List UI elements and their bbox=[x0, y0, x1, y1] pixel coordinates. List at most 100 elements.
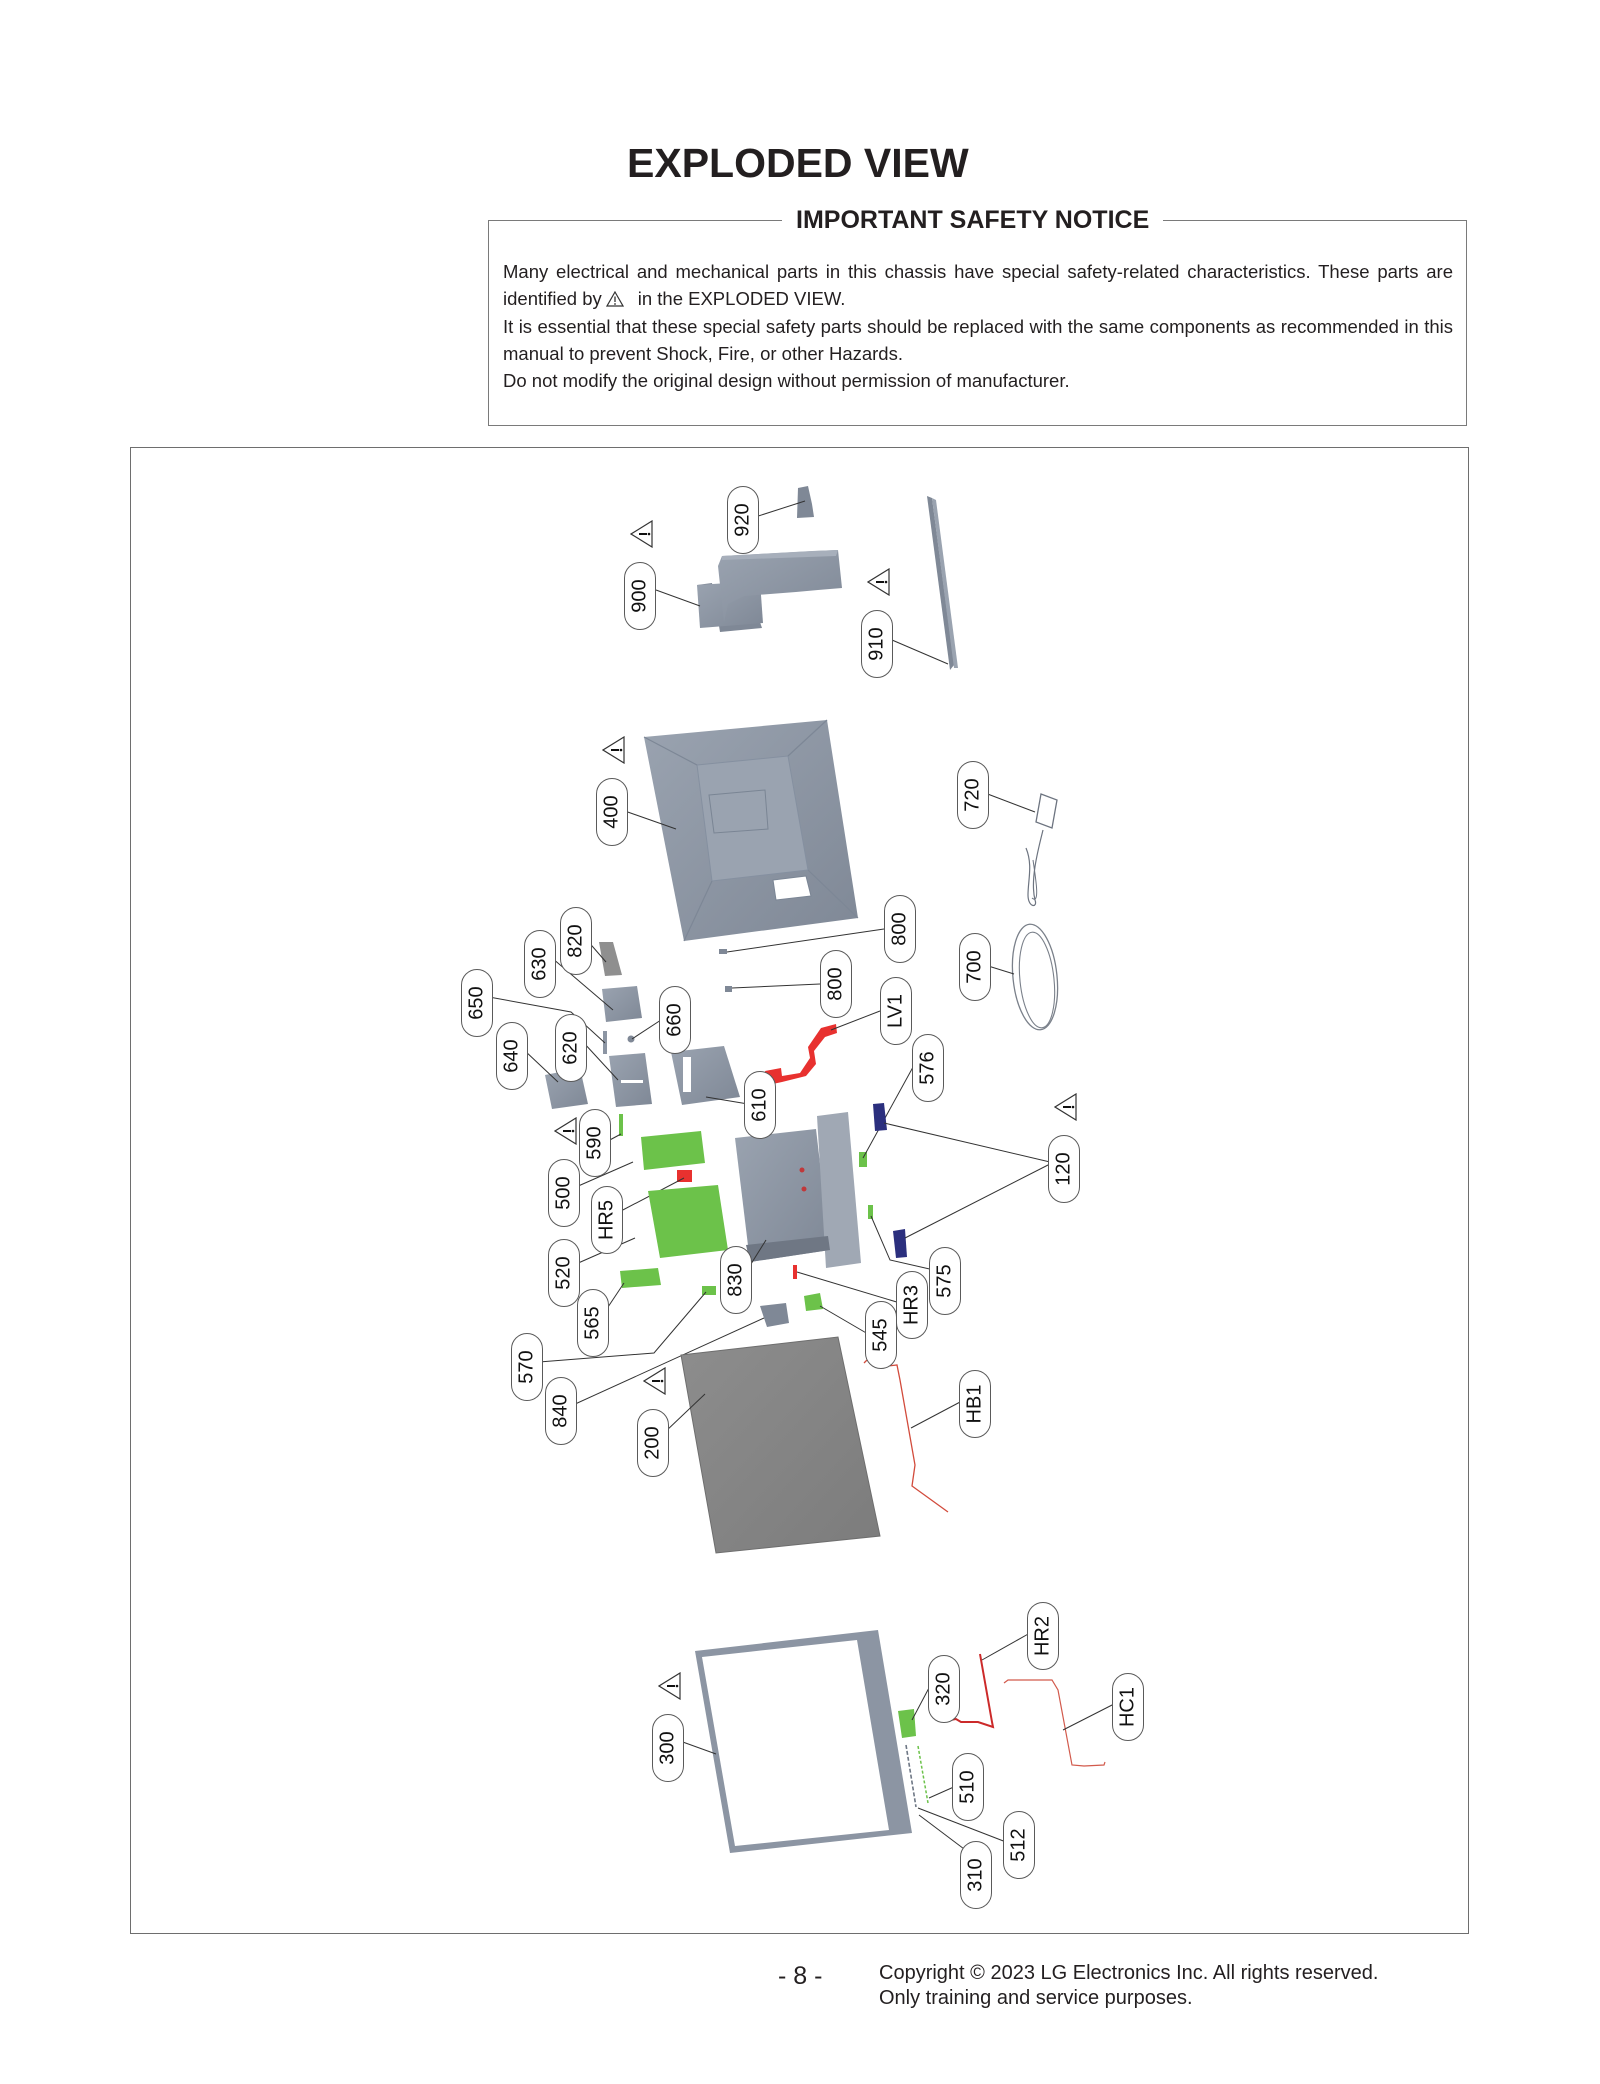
callout-620: 620 bbox=[555, 1014, 587, 1082]
callout-650: 650 bbox=[461, 969, 493, 1037]
notice-paragraph-2: It is essential that these special safet… bbox=[503, 315, 1453, 364]
notice-text-1a: Many electrical and mechanical parts in … bbox=[503, 261, 1453, 310]
callout-920: 920 bbox=[727, 486, 759, 554]
part-840-bracket bbox=[760, 1303, 789, 1327]
callout-label: 660 bbox=[663, 1003, 686, 1037]
callout-label: LV1 bbox=[884, 993, 907, 1029]
callout-570: 570 bbox=[511, 1333, 543, 1401]
callout-500: 500 bbox=[548, 1159, 580, 1227]
callout-label: HR2 bbox=[1031, 1615, 1054, 1657]
part-545-board bbox=[804, 1293, 823, 1311]
callout-label: 720 bbox=[961, 778, 984, 812]
part-512-strip bbox=[905, 1744, 917, 1808]
notice-text-1b: in the EXPLODED VIEW. bbox=[637, 288, 846, 310]
callout-label: 545 bbox=[869, 1318, 892, 1352]
callout-200: 200 bbox=[637, 1409, 669, 1477]
part-900-stand-body bbox=[697, 550, 842, 632]
callout-520: 520 bbox=[548, 1239, 580, 1307]
callout-320: 320 bbox=[928, 1655, 960, 1723]
part-830-shield-chassis bbox=[735, 1112, 861, 1268]
callout-label: 120 bbox=[1052, 1152, 1075, 1186]
callout-label: 910 bbox=[865, 627, 888, 661]
part-hb1-wire bbox=[863, 1359, 949, 1513]
callout-830: 830 bbox=[720, 1246, 752, 1314]
callout-800: 800 bbox=[884, 895, 916, 963]
callout-label: 650 bbox=[465, 986, 488, 1020]
callout-label: 565 bbox=[581, 1306, 604, 1340]
part-120-speaker-upper bbox=[873, 1103, 887, 1131]
callout-800: 800 bbox=[820, 950, 852, 1018]
callout-630: 630 bbox=[524, 930, 556, 998]
callout-565: 565 bbox=[577, 1289, 609, 1357]
callout-900: 900 bbox=[624, 562, 656, 630]
part-570-connector bbox=[702, 1286, 716, 1295]
part-hc1-wire bbox=[1003, 1679, 1106, 1767]
callout-hb1: HB1 bbox=[959, 1370, 991, 1438]
part-300-front-bezel bbox=[695, 1630, 912, 1853]
page-title: EXPLODED VIEW bbox=[627, 140, 969, 186]
part-700-power-cord bbox=[1011, 923, 1059, 1031]
callout-label: HC1 bbox=[1116, 1686, 1139, 1728]
part-800-screw-upper bbox=[719, 949, 727, 954]
safety-warning-icon bbox=[866, 567, 891, 597]
part-590-connector bbox=[619, 1114, 623, 1136]
callout-hr5: HR5 bbox=[591, 1186, 623, 1254]
callout-640: 640 bbox=[496, 1022, 528, 1090]
callout-label: 820 bbox=[564, 924, 587, 958]
safety-warning-icon bbox=[553, 1116, 578, 1146]
callout-610: 610 bbox=[744, 1071, 776, 1139]
callout-label: 900 bbox=[628, 579, 651, 613]
callout-660: 660 bbox=[659, 986, 691, 1054]
callout-700: 700 bbox=[959, 933, 991, 1001]
safety-warning-icon bbox=[601, 735, 626, 765]
part-510-strip bbox=[917, 1745, 929, 1804]
callout-label: 830 bbox=[724, 1263, 747, 1297]
part-610-bracket bbox=[671, 1046, 740, 1105]
callout-label: 840 bbox=[549, 1394, 572, 1428]
part-200-lcd-panel bbox=[680, 1336, 881, 1554]
callout-576: 576 bbox=[912, 1034, 944, 1102]
page-number: - 8 - bbox=[778, 1962, 823, 1990]
callout-545: 545 bbox=[865, 1301, 897, 1369]
callout-840: 840 bbox=[545, 1377, 577, 1445]
footer-copyright: Copyright © 2023 LG Electronics Inc. All… bbox=[879, 1961, 1378, 2011]
part-120-speaker-lower bbox=[893, 1229, 907, 1258]
part-630-bracket bbox=[602, 986, 642, 1022]
callout-820: 820 bbox=[560, 907, 592, 975]
callout-label: 520 bbox=[552, 1256, 575, 1290]
part-520-power-board bbox=[648, 1185, 728, 1258]
part-620-bracket bbox=[609, 1053, 652, 1107]
part-720-ac-adapter bbox=[1025, 793, 1058, 906]
part-800-screw-lower bbox=[725, 986, 732, 992]
callout-label: HR5 bbox=[595, 1199, 618, 1241]
callout-label: 510 bbox=[956, 1770, 979, 1804]
part-hr5 bbox=[677, 1170, 692, 1182]
part-920-stand-cover bbox=[797, 486, 814, 518]
callout-label: 700 bbox=[963, 950, 986, 984]
callout-label: 200 bbox=[641, 1426, 664, 1460]
callout-label: 640 bbox=[500, 1039, 523, 1073]
callout-label: 590 bbox=[583, 1126, 606, 1160]
callout-label: 575 bbox=[933, 1264, 956, 1298]
notice-paragraph-3: Do not modify the original design withou… bbox=[503, 370, 1070, 392]
part-660-screw bbox=[627, 1035, 635, 1043]
part-576-connector bbox=[859, 1152, 867, 1167]
part-400-back-cover bbox=[643, 719, 859, 942]
callout-lv1: LV1 bbox=[880, 977, 912, 1045]
safety-warning-icon bbox=[1053, 1092, 1078, 1122]
callout-label: 512 bbox=[1007, 1828, 1030, 1862]
callout-label: 610 bbox=[748, 1088, 771, 1122]
part-565-board bbox=[620, 1268, 661, 1288]
part-lv1-cable bbox=[765, 1024, 837, 1085]
safety-notice-body: Many electrical and mechanical parts in … bbox=[503, 258, 1453, 394]
callout-512: 512 bbox=[1003, 1811, 1035, 1879]
part-820-pad bbox=[599, 942, 622, 976]
part-910-stand-plate bbox=[927, 496, 958, 670]
callout-label: 920 bbox=[731, 503, 754, 537]
safety-warning-icon bbox=[657, 1671, 682, 1701]
warning-triangle-icon bbox=[605, 291, 624, 307]
callout-label: 310 bbox=[964, 1858, 987, 1892]
part-575-connector bbox=[868, 1205, 873, 1219]
callout-label: 576 bbox=[916, 1051, 939, 1085]
